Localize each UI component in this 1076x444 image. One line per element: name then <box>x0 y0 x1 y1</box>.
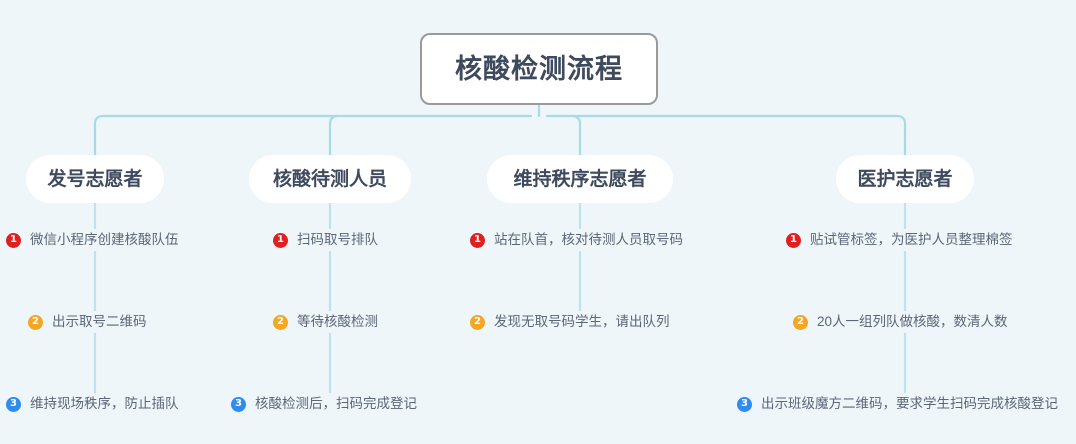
leaf-item-label: 扫码取号排队 <box>297 232 378 247</box>
wire-spine <box>93 114 533 162</box>
leaf-item[interactable]: 3 出示班级魔方二维码，要求学生扫码完成核酸登记 <box>735 393 1060 416</box>
wire-drop-2 <box>328 114 340 162</box>
branch-header-label: 医护志愿者 <box>857 168 953 190</box>
leaf-item[interactable]: 2 出示取号二维码 <box>26 311 149 334</box>
leaf-item[interactable]: 2 发现无取号码学生，请出队列 <box>468 311 672 334</box>
branch-header-4[interactable]: 医护志愿者 <box>836 155 974 203</box>
leaf-item[interactable]: 3 维持现场秩序，防止插队 <box>4 393 181 416</box>
leaf-item-label: 微信小程序创建核酸队伍 <box>30 232 179 247</box>
step-badge-2-icon: 2 <box>273 314 288 330</box>
branch-header-2[interactable]: 核酸待测人员 <box>249 155 411 203</box>
leaf-item-label: 出示班级魔方二维码，要求学生扫码完成核酸登记 <box>761 396 1058 411</box>
branch-header-label: 核酸待测人员 <box>272 168 387 190</box>
leaf-item[interactable]: 3 核酸检测后，扫码完成登记 <box>229 393 419 416</box>
leaf-item[interactable]: 1 贴试管标签，为医护人员整理棉签 <box>784 229 1015 252</box>
step-badge-3-icon: 3 <box>737 396 752 412</box>
branch-header-1[interactable]: 发号志愿者 <box>26 155 164 203</box>
branch-header-label: 发号志愿者 <box>47 168 143 190</box>
step-badge-2-icon: 2 <box>793 314 808 330</box>
root-node[interactable]: 核酸检测流程 <box>420 33 658 105</box>
leaf-item[interactable]: 1 微信小程序创建核酸队伍 <box>4 229 181 252</box>
branch-header-3[interactable]: 维持秩序志愿者 <box>487 155 673 203</box>
step-badge-1-icon: 1 <box>6 232 21 248</box>
step-badge-1-icon: 1 <box>786 232 801 248</box>
step-badge-1-icon: 1 <box>273 232 288 248</box>
leaf-item-label: 维持现场秩序，防止插队 <box>30 396 179 411</box>
leaf-item-label: 核酸检测后，扫码完成登记 <box>255 396 417 411</box>
step-badge-3-icon: 3 <box>6 396 21 412</box>
leaf-item-label: 站在队首，核对待测人员取号码 <box>494 232 683 247</box>
leaf-item-label: 出示取号二维码 <box>52 314 147 329</box>
leaf-item-label: 等待核酸检测 <box>297 314 378 329</box>
step-badge-1-icon: 1 <box>470 232 485 248</box>
leaf-item[interactable]: 1 站在队首，核对待测人员取号码 <box>468 229 685 252</box>
root-node-title: 核酸检测流程 <box>455 53 623 84</box>
step-badge-2-icon: 2 <box>28 314 43 330</box>
leaf-item-label: 贴试管标签，为医护人员整理棉签 <box>810 232 1013 247</box>
wire-spine-right <box>545 114 907 162</box>
leaf-item[interactable]: 2 20人一组列队做核酸，数清人数 <box>791 311 1010 334</box>
leaf-item-label: 20人一组列队做核酸，数清人数 <box>817 314 1008 329</box>
branch-header-label: 维持秩序志愿者 <box>513 168 647 190</box>
wire-drop-3 <box>570 114 582 162</box>
leaf-item-label: 发现无取号码学生，请出队列 <box>494 314 670 329</box>
leaf-item[interactable]: 1 扫码取号排队 <box>271 229 380 252</box>
leaf-item[interactable]: 2 等待核酸检测 <box>271 311 380 334</box>
step-badge-2-icon: 2 <box>470 314 485 330</box>
step-badge-3-icon: 3 <box>231 396 246 412</box>
